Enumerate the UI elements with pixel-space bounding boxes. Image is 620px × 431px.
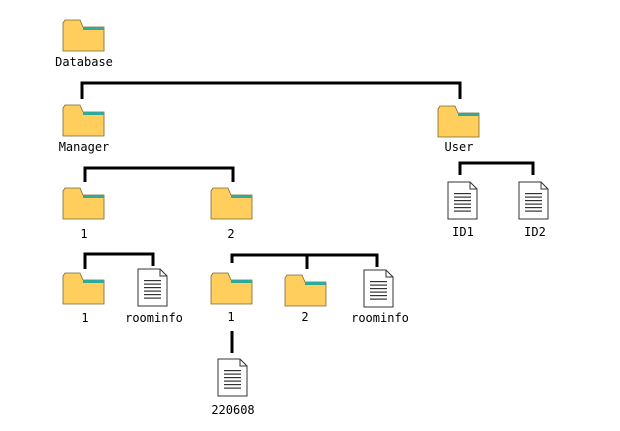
node-manager-1-roominfo[interactable]: roominfo <box>125 268 183 325</box>
node-label: ID2 <box>524 225 546 239</box>
node-label: roominfo <box>125 311 183 325</box>
file-icon <box>137 268 168 307</box>
file-icon <box>518 181 549 220</box>
node-manager-2-roominfo[interactable]: roominfo <box>351 269 409 325</box>
folder-icon <box>210 272 253 305</box>
connectors <box>80 81 535 353</box>
node-label: 2 <box>301 310 308 324</box>
node-user[interactable]: User <box>437 105 480 154</box>
node-database[interactable]: Database <box>55 19 113 69</box>
file-icon <box>447 181 478 220</box>
file-icon <box>217 358 248 397</box>
node-label: 220608 <box>211 403 254 417</box>
folder-icon <box>62 187 105 220</box>
node-label: User <box>445 140 474 154</box>
node-label: roominfo <box>351 311 409 325</box>
folder-icon <box>62 272 105 305</box>
node-label: 1 <box>227 310 234 324</box>
file-icon <box>363 269 394 308</box>
node-manager-2[interactable]: 2 <box>210 187 253 241</box>
node-manager-1-1[interactable]: 1 <box>62 272 105 325</box>
node-label: Database <box>55 55 113 69</box>
node-manager-2-1-220608[interactable]: 220608 <box>211 358 255 417</box>
node-manager-1[interactable]: 1 <box>62 187 105 241</box>
node-label: 1 <box>80 227 87 241</box>
node-manager[interactable]: Manager <box>59 104 110 154</box>
connector-manager2-children <box>230 253 379 267</box>
folder-icon <box>284 274 327 307</box>
folder-icon <box>437 105 480 138</box>
node-label: 1 <box>81 311 88 325</box>
node-manager-2-1[interactable]: 1 <box>210 272 253 324</box>
connector-user-children <box>458 161 535 175</box>
folder-icon <box>62 104 105 137</box>
connector-manager1-children <box>83 252 155 269</box>
node-user-id1[interactable]: ID1 <box>447 181 478 239</box>
node-user-id2[interactable]: ID2 <box>518 181 549 239</box>
node-label: 2 <box>227 227 234 241</box>
node-label: ID1 <box>452 225 474 239</box>
connector-database-children <box>80 81 462 99</box>
node-label: Manager <box>59 140 110 154</box>
node-manager-2-2[interactable]: 2 <box>284 274 327 324</box>
folder-icon <box>210 187 253 220</box>
connector-manager-children <box>83 166 235 182</box>
folder-icon <box>62 19 105 52</box>
